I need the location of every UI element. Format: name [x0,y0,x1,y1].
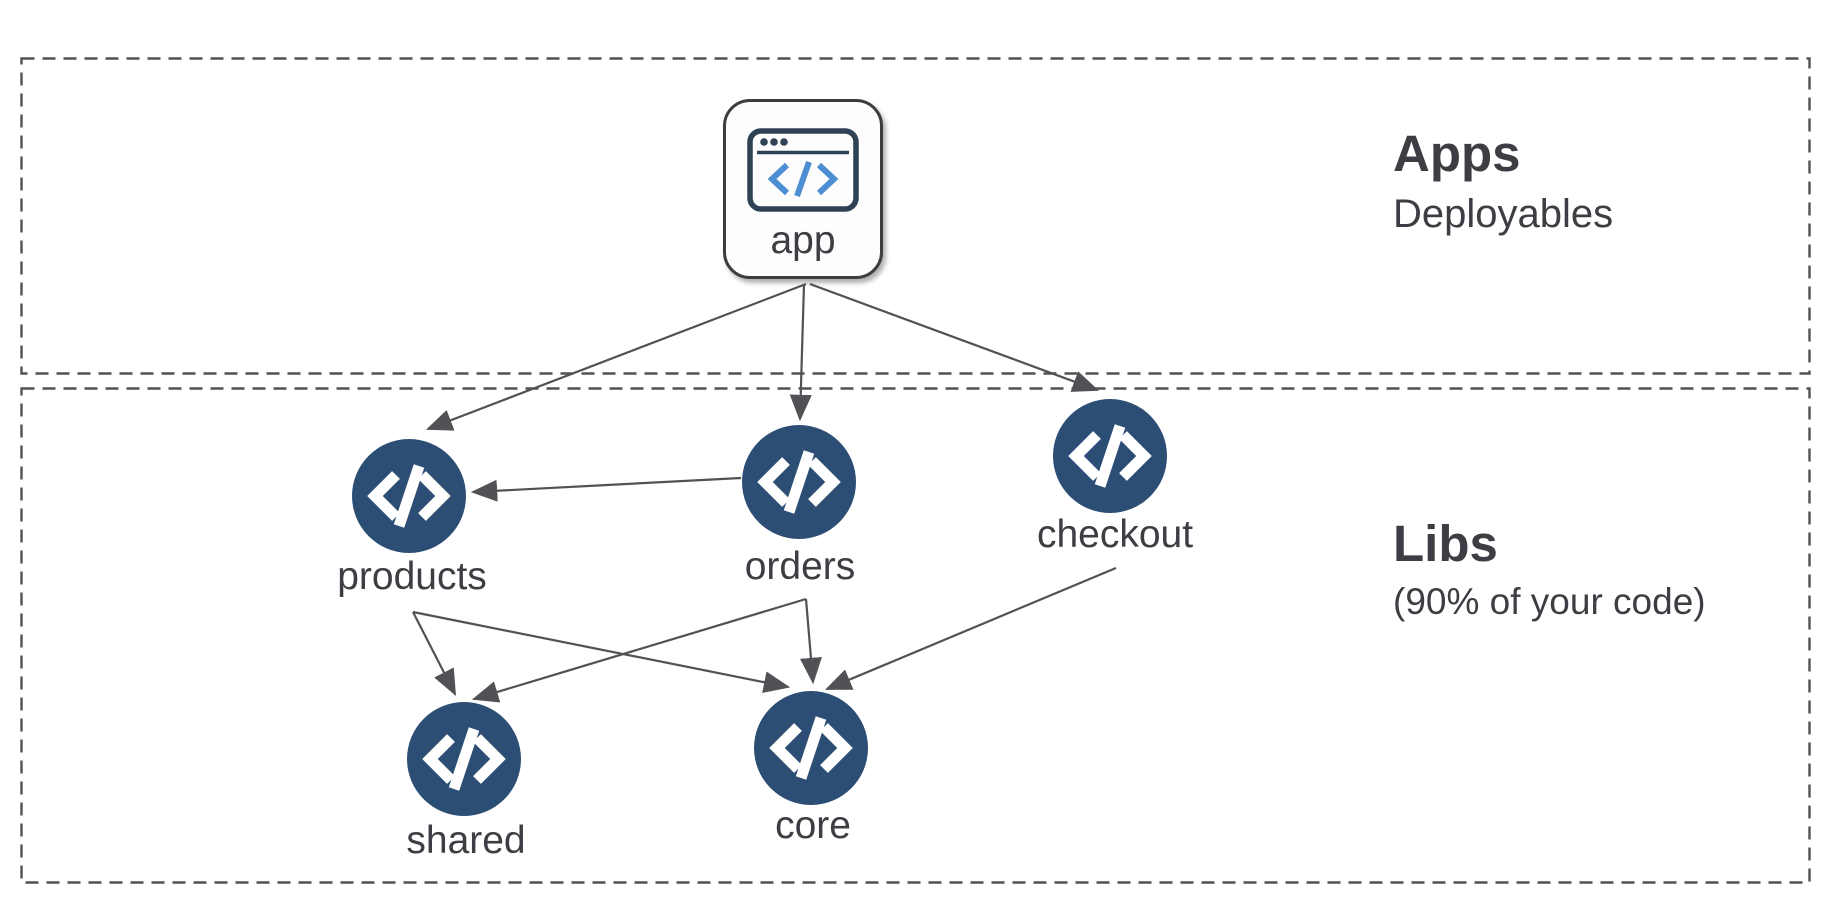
browser-code-icon [747,128,859,212]
node-label-app: app [770,219,836,262]
node-orders [742,425,856,539]
node-checkout [1053,399,1167,513]
apps-section-title: Apps [1393,125,1521,182]
edge-products-core [412,610,791,694]
edge-app-checkout [809,282,1100,392]
code-icon [1068,424,1152,488]
node-label-products: products [337,555,487,598]
code-icon [757,450,841,514]
libs-section-label: Libs (90% of your code) [1393,515,1706,624]
edge-app-orders [789,283,812,422]
edge-products-shared [412,611,457,696]
libs-section-title: Libs [1393,515,1498,572]
libs-section-box [20,387,1811,884]
edge-checkout-core [824,566,1117,691]
node-label-core: core [775,804,851,847]
apps-section-subtitle: Deployables [1393,192,1614,237]
node-core [754,691,868,805]
code-icon [422,727,506,791]
node-shared [407,702,521,816]
node-app: app [723,99,883,279]
code-icon [769,716,853,780]
edge-app-products [425,282,807,431]
node-label-checkout: checkout [1036,513,1194,556]
apps-section-box [20,57,1811,375]
edge-orders-shared [471,597,807,703]
libs-section-subtitle: (90% of your code) [1393,581,1706,623]
node-label-orders: orders [744,545,856,588]
edge-orders-products [470,476,742,502]
apps-section-label: Apps Deployables [1393,125,1614,238]
edge-orders-core [800,598,822,685]
node-label-shared: shared [406,819,526,862]
node-products [352,439,466,553]
code-icon [367,464,451,528]
